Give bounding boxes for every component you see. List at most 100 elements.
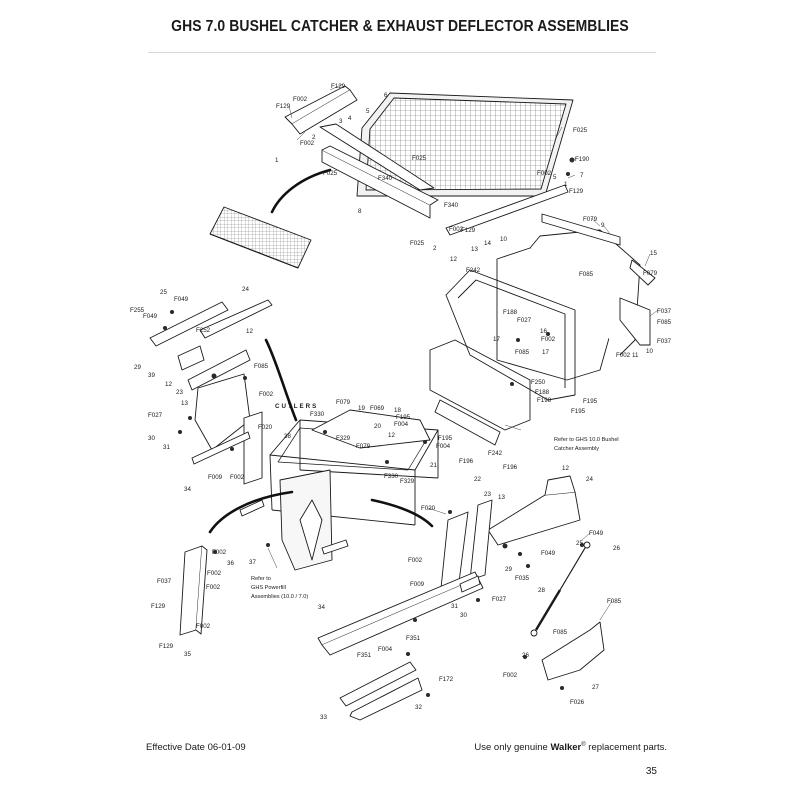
callout: F009	[208, 474, 223, 481]
callout: F255	[130, 307, 145, 314]
screen-lid	[356, 92, 574, 197]
callout: 17	[493, 336, 500, 343]
callout: F026	[570, 699, 585, 706]
callout: 23	[484, 491, 491, 498]
callout: F351	[406, 635, 421, 642]
callout: F129	[276, 103, 291, 110]
small-screen	[209, 206, 312, 269]
callout: F025	[410, 240, 425, 247]
callout: F196	[503, 464, 518, 471]
handle-assembly	[339, 661, 423, 721]
callout: 26	[522, 652, 529, 659]
callout: 13	[498, 494, 505, 501]
gas-spring	[530, 541, 591, 637]
lid-rail-right	[445, 184, 569, 236]
callout: F242	[488, 450, 503, 457]
lid-channel-front	[319, 123, 435, 191]
callout: 5	[553, 174, 557, 181]
callout: F002	[541, 336, 556, 343]
callout: 29	[134, 364, 141, 371]
callout: 6	[384, 92, 388, 99]
callout: F002	[537, 170, 552, 177]
callout: F129	[569, 188, 584, 195]
callout: 35	[184, 651, 191, 658]
callout-labels: F129 F129 F002 4 5 6 3 2 F002 1 F025 F34…	[130, 83, 672, 721]
callout: 34	[318, 604, 325, 611]
callout: F351	[357, 652, 372, 659]
lid-channel-lower	[321, 145, 439, 219]
callout: 19	[358, 405, 365, 412]
callout: F002	[449, 226, 464, 233]
callout: 5	[366, 108, 370, 115]
callout: F069	[370, 405, 385, 412]
callout: 16	[540, 328, 547, 335]
callout: F004	[436, 443, 451, 450]
callout: 8	[358, 208, 362, 215]
callout: F049	[541, 550, 556, 557]
left-hinge-bracket	[149, 299, 273, 391]
callout: 31	[163, 444, 170, 451]
callout: 18	[394, 407, 401, 414]
callout: F085	[553, 629, 568, 636]
deflector-rail-top	[541, 213, 621, 246]
callout: F009	[410, 581, 425, 588]
callout: F004	[378, 646, 393, 653]
callout: F129	[159, 643, 174, 650]
reference-notes: Refer to GHS 10.0 Bushel Catcher Assembl…	[251, 437, 619, 600]
callout: F085	[254, 363, 269, 370]
callout: 13	[471, 246, 478, 253]
callout: F129	[461, 227, 476, 234]
callout: F002	[293, 96, 308, 103]
callout: F037	[157, 578, 172, 585]
vertical-bracket	[179, 545, 208, 636]
note-powerfill-line2: GHS Powerfill	[251, 585, 286, 591]
callout: F004	[394, 421, 409, 428]
callout: 37	[249, 559, 256, 566]
callout: F329	[400, 478, 415, 485]
hardware-dots	[163, 157, 584, 697]
left-lower-rail	[191, 431, 251, 465]
callout: 12	[165, 381, 172, 388]
callout: F329	[336, 435, 351, 442]
callout: 9	[601, 222, 605, 229]
callout: F002	[196, 623, 211, 630]
callout: 30	[460, 612, 467, 619]
callout: F330	[310, 411, 325, 418]
callout: F002	[300, 140, 315, 147]
watermark: CUTLERS	[275, 403, 318, 410]
callout: F085	[515, 349, 530, 356]
deflector-brackets	[619, 259, 656, 346]
page-title: GHS 7.0 BUSHEL CATCHER & EXHAUST DEFLECT…	[171, 18, 629, 35]
callout: F049	[589, 530, 604, 537]
callout: 1	[564, 181, 568, 188]
callout: 28	[538, 587, 545, 594]
callout: F242	[466, 267, 481, 274]
callout: 27	[592, 684, 599, 691]
lid-frame-rail-upper	[284, 85, 358, 135]
callout: 14	[484, 240, 491, 247]
callout: F195	[583, 398, 598, 405]
callout: F025	[573, 127, 588, 134]
callout: F190	[575, 156, 590, 163]
callout: 34	[184, 486, 191, 493]
callout: F002	[230, 474, 245, 481]
callout: 1	[275, 157, 279, 164]
callout: 32	[415, 704, 422, 711]
callout: F252	[196, 327, 211, 334]
callout: 15	[650, 250, 657, 257]
callout: 2	[312, 134, 316, 141]
deflector-frame	[445, 269, 576, 401]
note-ghs10-line1: Refer to GHS 10.0 Bushel	[554, 437, 619, 443]
callout: F196	[459, 458, 474, 465]
genuine-parts-note: Use only genuine Walker® replacement par…	[474, 742, 667, 753]
callout: F079	[583, 216, 598, 223]
callout: F002	[616, 352, 631, 359]
callout: F079	[336, 399, 351, 406]
callout: 39	[148, 372, 155, 379]
callout: 31	[451, 603, 458, 610]
callout: F049	[174, 296, 189, 303]
left-plate	[243, 411, 263, 485]
callout: F037	[657, 308, 672, 315]
brand-name: Walker	[550, 742, 582, 754]
